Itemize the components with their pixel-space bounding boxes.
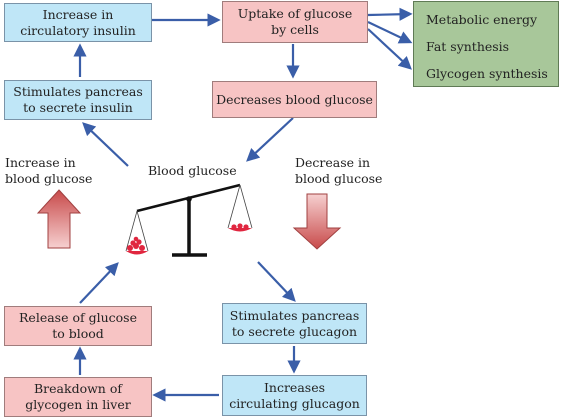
arrow-scale-to-glucagon [257,261,296,302]
stimulates-pancreas-insulin-box: Stimulates pancreas to secrete insulin [4,80,152,120]
increase-blood-glucose-label: Increase in blood glucose [5,155,115,186]
increase-circulatory-insulin-box: Increase in circulatory insulin [4,3,152,42]
label-line: Blood glucose [148,163,237,178]
arrow-uptake-to-metabolic [367,7,413,21]
label-line: Decrease in [295,155,371,170]
box-line: Increase in [42,6,114,22]
box-line: Release of glucose [19,310,137,326]
decreases-blood-glucose-box: Decreases blood glucose [212,81,377,118]
outcome-metabolic-energy: Metabolic energy [426,12,538,27]
blood-glucose-label: Blood glucose [148,163,258,179]
box-line: Stimulates pancreas [13,84,143,100]
stimulates-pancreas-glucagon-box: Stimulates pancreas to secrete glucagon [222,303,367,344]
box-line: to secrete glucagon [231,323,358,339]
box-line: by cells [271,22,319,37]
balance-scale-icon [125,183,253,257]
release-of-glucose-box: Release of glucose to blood [4,306,152,346]
outcomes-box: Metabolic energy Fat synthesis Glycogen … [413,1,559,87]
breakdown-of-glycogen-box: Breakdown of glycogen in liver [4,377,152,417]
decrease-blood-glucose-label: Decrease in blood glucose [295,155,405,186]
increases-circulating-glucagon-box: Increases circulating glucagon [222,375,367,416]
label-line: blood glucose [295,170,383,186]
outcome-fat-synthesis: Fat synthesis [426,39,510,54]
arrow-decreases-to-scale [246,117,294,162]
box-line: Decreases blood glucose [216,91,373,107]
label-line: blood glucose [5,170,93,186]
box-line: Uptake of glucose [237,6,353,22]
arrow-uptake-to-glycogen [367,28,412,70]
increase-up-arrow [36,189,82,249]
box-line: Breakdown of [34,381,122,397]
arrow-scale-to-stimulates [82,122,129,167]
uptake-of-glucose-box: Uptake of glucose by cells [222,1,368,43]
box-line: to secrete insulin [23,100,133,115]
outcome-glycogen-synthesis: Glycogen synthesis [426,66,548,81]
box-line: circulating glucagon [229,395,360,411]
box-line: Increases [263,379,326,395]
box-line: glycogen in liver [25,397,131,412]
label-line: Increase in [5,155,76,170]
arrow-uptake-to-fat [367,21,413,44]
decrease-down-arrow [292,193,342,250]
box-line: to blood [52,326,104,341]
box-line: Stimulates pancreas [229,307,360,323]
arrow-release-to-scale [79,262,119,304]
box-line: circulatory insulin [20,22,136,38]
